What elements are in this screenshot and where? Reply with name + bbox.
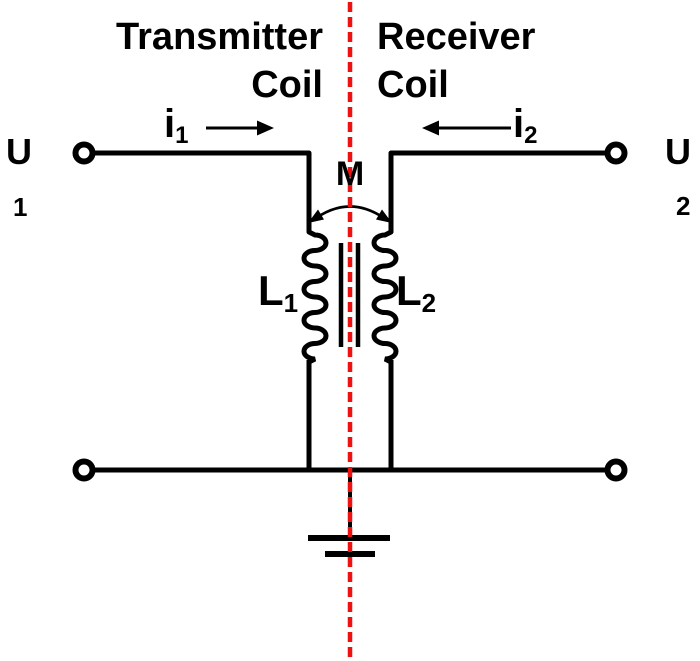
inductor-right-label: L2 [396, 267, 436, 317]
current-right-subscript: 2 [524, 122, 538, 149]
terminal-top-left-icon [72, 141, 96, 165]
inductor-right-base: L [396, 267, 422, 314]
transmitter-coil-label-line2: Coil [251, 64, 323, 106]
receiver-coil-label-line2: Coil [377, 64, 449, 106]
terminal-bottom-right-icon [604, 458, 628, 482]
coupling-arrowhead-right-icon [376, 209, 392, 223]
inductor-left-base: L [258, 267, 284, 314]
voltage-right-subscript: 2 [676, 191, 691, 221]
mutual-inductance-label: M [335, 155, 365, 193]
current-left-subscript: 1 [175, 122, 189, 149]
voltage-left-label: U [6, 131, 32, 172]
current-right-label: i2 [513, 102, 537, 148]
current-arrow-right-head-icon [422, 120, 439, 136]
current-right-base: i [513, 102, 525, 146]
transmitter-coil-label-line1: Transmitter [116, 16, 323, 58]
coupling-arrowhead-left-icon [308, 209, 324, 223]
current-arrow-left-head-icon [257, 120, 274, 136]
receiver-coil-label-line1: Receiver [377, 16, 536, 58]
voltage-left-subscript: 1 [13, 192, 28, 222]
inductor-left-subscript: 1 [283, 288, 299, 318]
wire-top-left [93, 150, 312, 232]
voltage-right-label: U [665, 131, 691, 172]
terminal-top-right-icon [604, 141, 628, 165]
inductor-left-label: L1 [258, 267, 298, 317]
wire-top-right [388, 150, 608, 232]
inductor-coil-left [301, 229, 329, 365]
inductor-right-subscript: 2 [421, 288, 437, 318]
receiver-coil-label: Receiver Coil [377, 13, 535, 109]
current-left-label: i1 [164, 102, 188, 148]
transmitter-coil-label: Transmitter Coil [40, 13, 323, 109]
current-left-base: i [164, 102, 176, 146]
inductor-coil-right [371, 229, 399, 365]
terminal-bottom-left-icon [72, 458, 96, 482]
